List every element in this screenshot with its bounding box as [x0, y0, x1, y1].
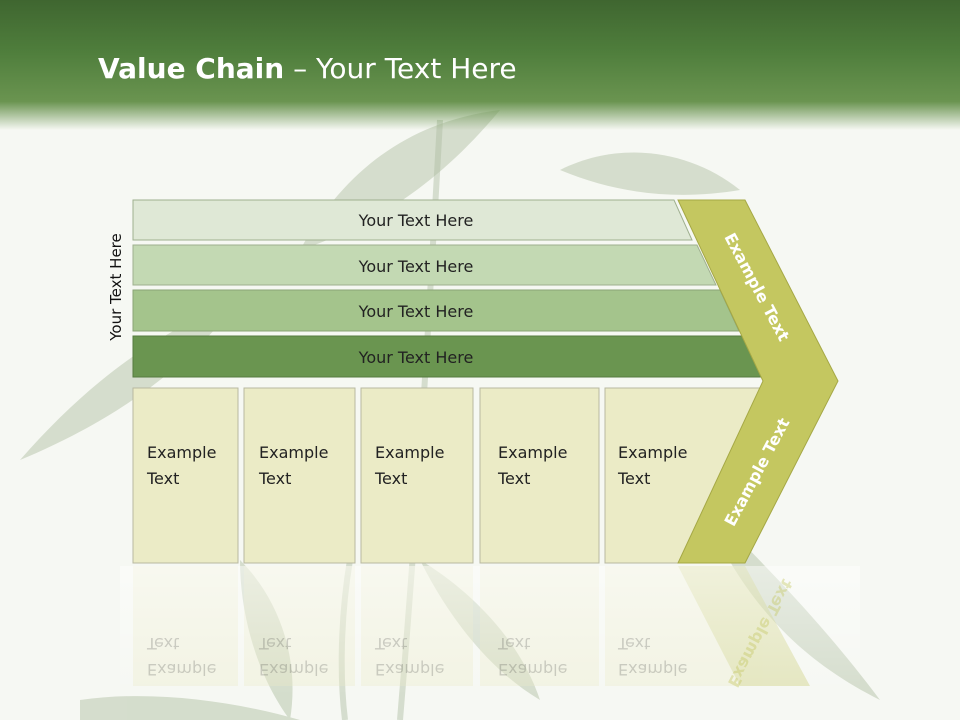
cell-3-line2: Text	[375, 469, 408, 488]
activity-cell-4	[479, 387, 600, 564]
cell-5-line2: Text	[618, 469, 651, 488]
cell-4-line2: Text	[498, 469, 531, 488]
title-rest: – Your Text Here	[284, 52, 517, 85]
band-1	[132, 199, 693, 241]
band-3	[132, 289, 740, 332]
band-2	[132, 244, 717, 286]
cell-4-line1: Example	[498, 443, 568, 462]
cell-5-line1: Example	[618, 443, 688, 462]
activity-cell-2	[243, 387, 356, 564]
slide-title: Value Chain – Your Text Here	[98, 52, 517, 86]
margin-chevron	[677, 199, 839, 564]
activity-cell-1	[132, 387, 239, 564]
cell-2-line1: Example	[259, 443, 329, 462]
side-label: Your Text Here	[107, 233, 125, 341]
cell-3-line1: Example	[375, 443, 445, 462]
activity-cell-3	[360, 387, 474, 564]
cell-1-line2: Text	[147, 469, 180, 488]
cell-1-line1: Example	[147, 443, 217, 462]
title-bold: Value Chain	[98, 52, 285, 85]
cell-2-line2: Text	[259, 469, 292, 488]
band-4	[132, 335, 764, 378]
header-banner	[0, 0, 960, 130]
